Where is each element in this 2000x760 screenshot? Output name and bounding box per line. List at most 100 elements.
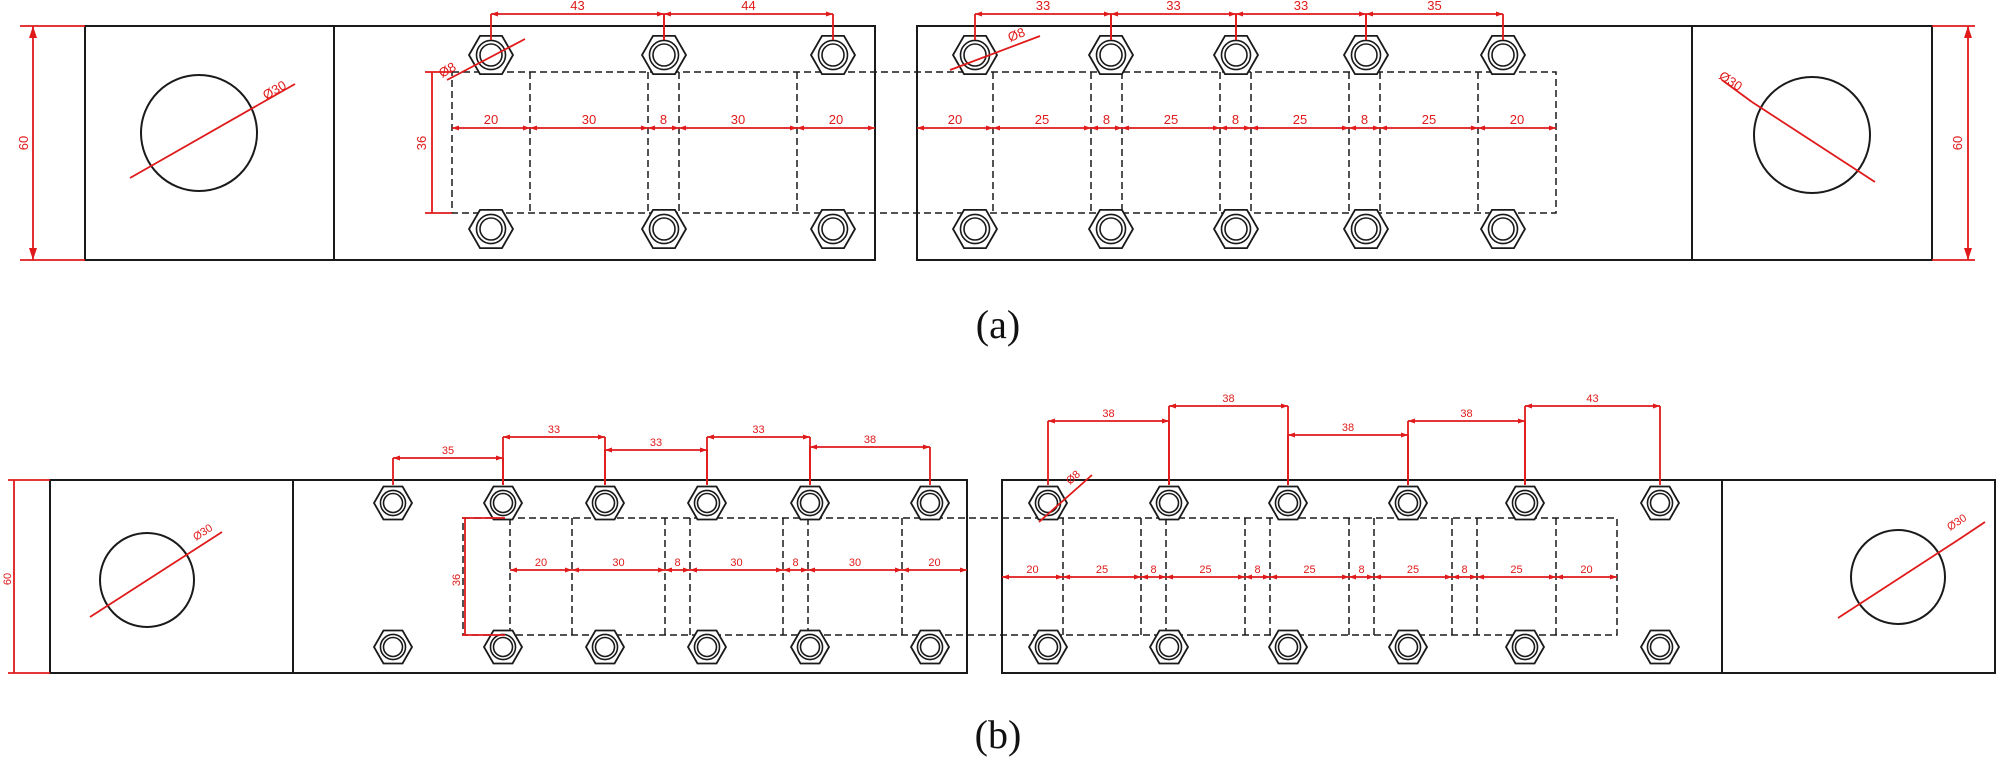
panel-b-left-segment-dim-label: 8 [674, 557, 680, 569]
panel-a-height-label-right: 60 [1950, 136, 1965, 150]
panel-a-bolt-bottom [1479, 208, 1527, 250]
panel-a-right-spacing-dim: 35 [1365, 0, 1504, 40]
panel-a-left-segment-dim: 20 30 8 30 20 [452, 112, 875, 131]
panel-b-left-spacing-dim-label: 33 [752, 424, 764, 436]
panel-b-depth-label: 36 [451, 574, 463, 586]
panel-a-depth-dim: 36 [414, 71, 452, 214]
panel-a-right-grip-hole [1753, 76, 1871, 194]
panel-b-left-segment-dim-label: 30 [612, 557, 624, 569]
panel-b-left-spacing-dim-label: 33 [548, 424, 560, 436]
panel-b-left-segment-dim-label: 20 [928, 557, 940, 569]
panel-b-right-segment-dim-label: 8 [1150, 564, 1156, 576]
panel-a-right-spacing-dim-label: 33 [1294, 0, 1308, 13]
panel-a-grip-dia-label-right: Ø30 [1716, 68, 1745, 94]
panel-b-right-spacing-dim-label: 38 [1102, 408, 1114, 420]
panel-b-bolt-bottom [1504, 629, 1546, 665]
panel-a-right-segment-dim-label: 8 [1103, 112, 1110, 127]
panel-b-grip-dia-label-left: Ø30 [191, 522, 215, 543]
panel-b-left-segment-dim-label: 8 [792, 557, 798, 569]
panel-b-bolt-top [686, 485, 728, 521]
panel-b-right-spacing-dim: 38 [1047, 408, 1170, 485]
panel-b-bolt-top [1148, 485, 1190, 521]
panel-a-bolt-bottom [1212, 208, 1260, 250]
panel-b-bolt-bottom [1148, 629, 1190, 665]
panel-b-right-segment-dim-label: 8 [1254, 564, 1260, 576]
panel-b-bolt-bottom [1387, 629, 1429, 665]
panel-a-right-segment-dim-label: 8 [1361, 112, 1368, 127]
panel-b-right-grip-hole [1850, 529, 1946, 625]
panel-a-left-plate [84, 25, 876, 261]
panel-b-bolt-top [1267, 485, 1309, 521]
panel-a-bolt-bottom [467, 208, 515, 250]
panel-b-right-segment-dim-label: 8 [1358, 564, 1364, 576]
panel-b-right-segment-dim-label: 20 [1580, 564, 1592, 576]
panel-b-bolt-bottom [909, 629, 951, 665]
panel-a-left-segment-dim-label: 20 [484, 112, 498, 127]
panel-b-right-segment-dim-label: 25 [1303, 564, 1315, 576]
panel-b-bolt-bottom [789, 629, 831, 665]
panel-b-right-segment-dim-label: 25 [1199, 564, 1211, 576]
panel-b-grip-dia-label-right: Ø30 [1945, 512, 1969, 533]
panel-b-bolt-bottom [1267, 629, 1309, 665]
panel-a-height-dim-left: 60 [16, 25, 85, 261]
panel-b-bolt-bottom [482, 629, 524, 665]
panel-a-right-segment-dim-label: 8 [1232, 112, 1239, 127]
panel-b-left-spacing-dim: 35 [392, 445, 504, 485]
panel-b-left-spacing-dim-label: 38 [864, 434, 876, 446]
panel-b-bolt-bottom [1639, 629, 1681, 665]
panel-b-bolt-top [909, 485, 951, 521]
caption-a: (a) [976, 302, 1020, 347]
panel-a-left-segment-dim-label: 30 [582, 112, 596, 127]
panel-b-bolt-top [789, 485, 831, 521]
panel-a-left-grip-hole [140, 74, 258, 192]
panel-b-right-spacing-dim-label: 43 [1586, 393, 1598, 405]
panel-a-right-spacing-dim: 33 [974, 0, 1112, 40]
panel-a-bolt-top [1342, 35, 1390, 75]
panel-a-bolt-top [640, 35, 688, 75]
panel-b-bolt-bottom [686, 629, 728, 665]
panel-a-right-spacing-dim: 33 [1110, 0, 1237, 40]
panel-a-left-segment-dim-label: 8 [660, 112, 667, 127]
panel-b-bolt-bottom [584, 629, 626, 665]
panel-b-bolt-top [1639, 485, 1681, 521]
panel-b-left-segment-dim-label: 30 [849, 557, 861, 569]
panel-b-right-segment-dim-label: 20 [1026, 564, 1038, 576]
panel-b-left-spacing-dim: 33 [706, 424, 811, 485]
caption-b: (b) [975, 712, 1022, 757]
panel-a-bolt-top [467, 35, 515, 75]
panel-b-depth-dim: 36 [451, 517, 505, 636]
panel-a-right-segment-dim-label: 20 [948, 112, 962, 127]
panel-a-right-segment-dim-label: 25 [1293, 112, 1307, 127]
panel-a-height-dim-right: 60 [1932, 25, 1975, 261]
panel-b-right-spacing-dim-label: 38 [1460, 408, 1472, 420]
panel-a-bolt-top [1087, 35, 1135, 75]
panel-b-height-dim: 60 [2, 479, 50, 674]
panel-b-left-segment-dim-label: 20 [535, 557, 547, 569]
panel-a-bolt-dia-right: Ø8 [949, 24, 1041, 71]
panel-b-right-spacing-dim: 38 [1407, 408, 1526, 485]
panel-b-bolt-bottom [372, 629, 414, 665]
panel-a-right-segment-dim-label: 25 [1422, 112, 1436, 127]
panel-a-right-segment-dim-label: 20 [1510, 112, 1524, 127]
panel-a-left-spacing-dim-label: 43 [570, 0, 584, 13]
panel-a-left-segment-dim-label: 20 [829, 112, 843, 127]
panel-b-bolt-top [372, 485, 414, 521]
panel-a-bolt-bottom [951, 208, 999, 250]
panel-a-left-spacing-dim: 44 [663, 0, 834, 40]
panel-b-height-label: 60 [2, 573, 14, 585]
panel-b-right-segment-dim-label: 25 [1096, 564, 1108, 576]
panel-b-right-spacing-dim-label: 38 [1222, 393, 1234, 405]
panel-a-bolt-bottom [1342, 208, 1390, 250]
panel-a-left-segment-dim-label: 30 [731, 112, 745, 127]
panel-b-right-segment-dim-label: 25 [1510, 564, 1522, 576]
panel-a-depth-label: 36 [414, 136, 429, 150]
panel-a-right-spacing-dim-label: 35 [1427, 0, 1441, 13]
panel-b-left-spacing-dim-label: 35 [442, 445, 454, 457]
panel-a-bolts [467, 35, 1527, 250]
panel-a-right-segment-dim-label: 25 [1164, 112, 1178, 127]
panel-a-left-spacing-dim: 43 [490, 0, 665, 40]
